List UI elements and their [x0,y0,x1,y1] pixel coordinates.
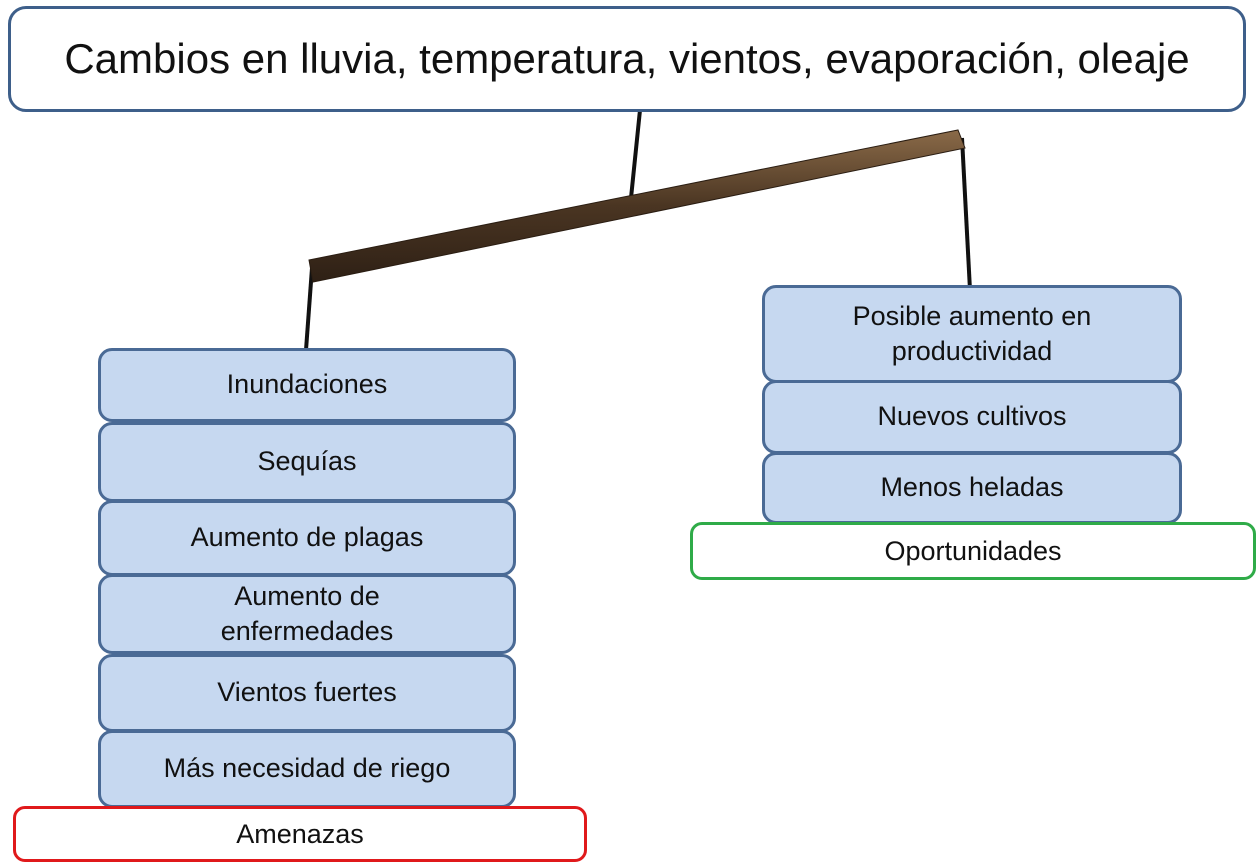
threat-card: Sequías [98,422,516,502]
opportunities-label: Oportunidades [884,535,1062,566]
threat-label: Sequías [257,446,357,477]
opportunity-card: Menos heladas [762,452,1182,524]
threat-label: Más necesidad de riego [163,753,451,784]
opportunities-label-box: Oportunidades [690,522,1256,580]
hanger-left [304,267,314,351]
threat-label: Vientos fuertes [217,677,397,708]
threat-label: Aumento de plagas [190,522,424,553]
threats-label-box: Amenazas [13,806,587,862]
threat-card: Más necesidad de riego [98,730,516,808]
threat-label: Inundaciones [226,369,388,400]
threat-card: Inundaciones [98,348,516,422]
opportunity-card: Nuevos cultivos [762,380,1182,454]
opportunity-label: Posible aumento en productividad [852,300,1092,366]
threats-label: Amenazas [236,818,364,849]
threat-card: Aumento de enfermedades [98,574,516,654]
balance-beam [308,129,966,283]
threat-card: Aumento de plagas [98,500,516,576]
opportunity-card: Posible aumento en productividad [762,285,1182,383]
opportunity-label: Menos heladas [880,472,1064,503]
diagram-title: Cambios en lluvia, temperatura, vientos,… [64,35,1190,82]
opportunity-label: Nuevos cultivos [877,401,1067,432]
hanger-right [960,137,972,291]
threat-card: Vientos fuertes [98,654,516,732]
hanger-top [629,109,642,199]
title-box: Cambios en lluvia, temperatura, vientos,… [8,6,1246,112]
threat-label: Aumento de enfermedades [220,580,394,646]
